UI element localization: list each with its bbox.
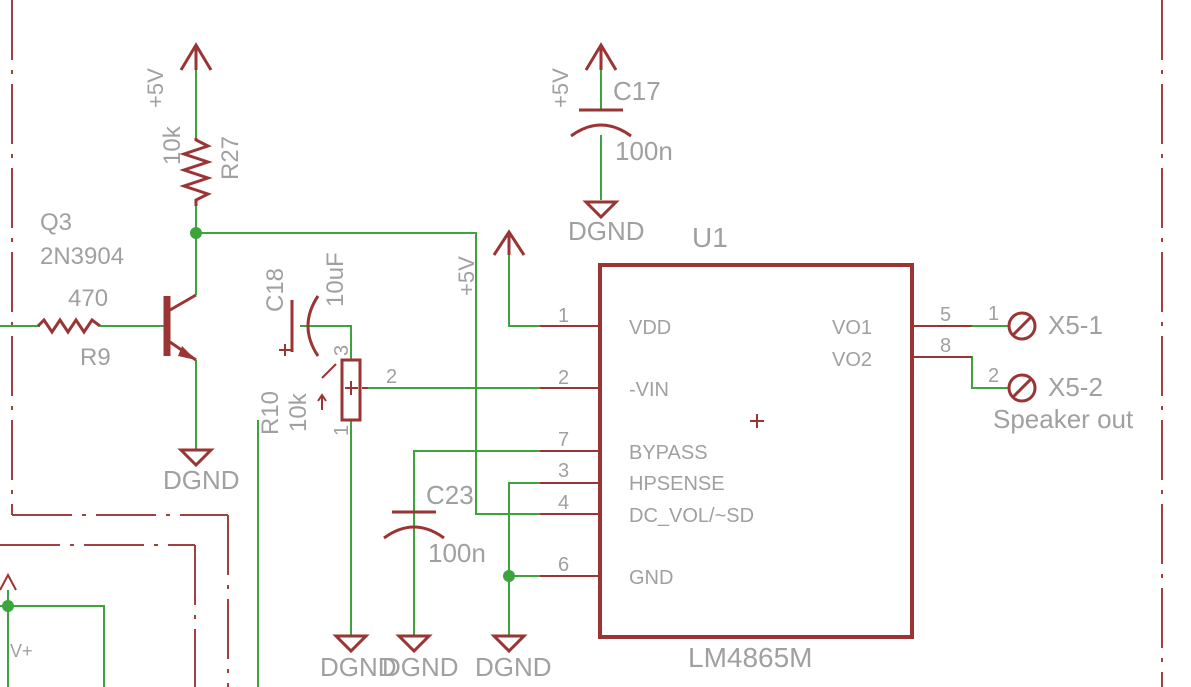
- r10-pin2: 2: [386, 366, 397, 388]
- power-label-5v: +5V: [454, 256, 479, 296]
- terminal-x5-2[interactable]: 2 X5-2 Speaker out: [988, 365, 1134, 434]
- x5-1-pin: 1: [988, 303, 999, 325]
- c17-value: 100n: [615, 136, 673, 166]
- power-label-5v: +5V: [548, 68, 573, 108]
- c17-ref: C17: [613, 76, 661, 106]
- dgnd-c23: DGND: [382, 634, 459, 682]
- q3-ref: Q3: [40, 209, 72, 236]
- r10-value: 10k: [285, 392, 312, 432]
- ground-label: DGND: [163, 465, 240, 495]
- u1-pin-num: 2: [558, 367, 569, 389]
- ground-label: DGND: [475, 652, 552, 682]
- u1-pin-name: -VIN: [629, 379, 669, 401]
- u1-pin-num: 3: [558, 460, 569, 482]
- c18-value: 10uF: [322, 252, 349, 307]
- u1-pin-name: VO1: [832, 317, 872, 339]
- resistor-r27: 10k R27: [159, 125, 244, 206]
- r10-ref: R10: [257, 391, 284, 435]
- power-5v-vdd: +5V: [454, 229, 526, 296]
- u1-ref: U1: [692, 222, 728, 253]
- dgnd-u1: DGND: [475, 634, 552, 682]
- u1-pin-name: VO2: [832, 349, 872, 371]
- c23-ref: C23: [426, 480, 474, 510]
- u1-pin-name: HPSENSE: [629, 473, 725, 495]
- c18-ref: C18: [262, 268, 289, 312]
- u1-pin-num: 5: [940, 304, 951, 326]
- u1-value: LM4865M: [688, 642, 813, 673]
- transistor-q3: Q3 2N3904: [40, 209, 197, 362]
- x5-2-ref: X5-2: [1048, 372, 1103, 402]
- u1-pin-name: GND: [629, 567, 673, 589]
- x5-2-pin: 2: [988, 365, 999, 387]
- junction-dot: [190, 227, 202, 239]
- u1-pin-num: 1: [558, 305, 569, 327]
- u1-pin-num: 8: [940, 335, 951, 357]
- r10-pin3: 3: [331, 345, 353, 356]
- ground-label: DGND: [568, 216, 645, 246]
- c23-value: 100n: [428, 538, 486, 568]
- r10-pin1: 1: [331, 425, 353, 436]
- q3-value: 2N3904: [40, 243, 124, 270]
- power-label-vplus: V+: [10, 641, 33, 661]
- power-label-5v: +5V: [143, 68, 168, 108]
- r9-ref: R9: [80, 344, 111, 371]
- junctions: [2, 227, 515, 612]
- dgnd-c17: DGND: [568, 200, 645, 246]
- r9-value: 470: [68, 285, 108, 312]
- dgnd-q3: DGND: [163, 448, 240, 495]
- capacitor-c17: C17 100n: [570, 76, 673, 166]
- u1-pin-name: DC_VOL/~SD: [629, 505, 754, 527]
- junction-dot: [2, 600, 14, 612]
- potentiometer-r10: R10 10k 1 2 3: [257, 345, 397, 436]
- speaker-out-label: Speaker out: [993, 404, 1134, 434]
- u1-pin-num: 4: [558, 492, 569, 514]
- power-5v-r27: +5V: [143, 42, 213, 108]
- sheet-frame: [0, 0, 1163, 687]
- r27-ref: R27: [217, 136, 244, 180]
- capacitor-c23: C23 100n: [383, 480, 486, 568]
- ground-label: DGND: [382, 652, 459, 682]
- resistor-r9: 470 R9: [36, 285, 111, 371]
- wires: [0, 70, 1010, 687]
- power-vplus: V+: [0, 572, 33, 661]
- power-5v-c17: +5V: [548, 42, 618, 108]
- ground-label: DGND: [320, 652, 397, 682]
- dgnd-r10: DGND: [320, 634, 397, 682]
- ic-u1[interactable]: U1 LM4865M 1 2 7 3 4 6 VDD -VIN BYPASS H…: [540, 222, 972, 673]
- u1-pin-num: 6: [558, 554, 569, 576]
- terminal-x5-1[interactable]: 1 X5-1: [988, 303, 1103, 341]
- capacitor-c18: C18 10uF: [262, 252, 349, 357]
- u1-pin-name: BYPASS: [629, 442, 708, 464]
- r27-value: 10k: [159, 125, 186, 165]
- junction-dot: [503, 570, 515, 582]
- u1-pin-num: 7: [558, 429, 569, 451]
- u1-pin-name: VDD: [629, 317, 671, 339]
- x5-1-ref: X5-1: [1048, 310, 1103, 340]
